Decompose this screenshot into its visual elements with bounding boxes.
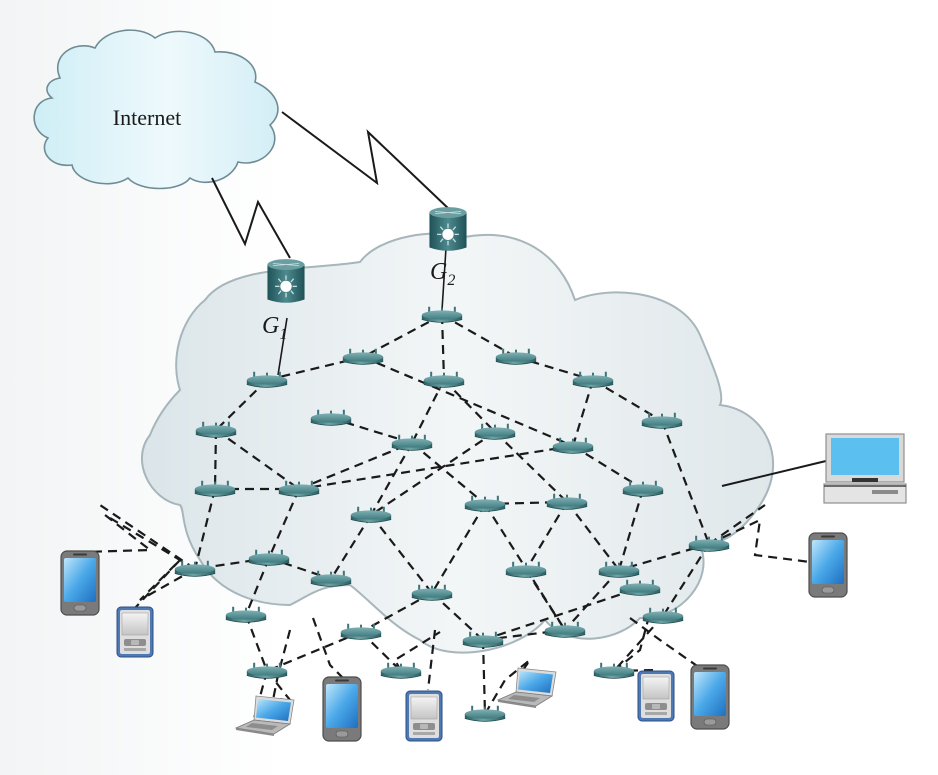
wireless-link (592, 379, 663, 422)
client-wireless-link (613, 619, 650, 672)
wireless-link (360, 631, 402, 672)
pda-icon[interactable] (116, 606, 154, 658)
smartphone-icon[interactable] (808, 532, 848, 598)
wireless-link (362, 355, 574, 448)
wireless-link (660, 420, 711, 545)
client-devices (60, 433, 907, 742)
client-wireless-link (484, 659, 531, 715)
wired-link-g2-router (441, 247, 447, 311)
gateway-router-icon (266, 258, 306, 304)
gateway-g1-label: G1 (262, 313, 287, 343)
wireless-link (267, 488, 301, 559)
wired-link-g1-router (277, 317, 288, 376)
smartphone-icon[interactable] (690, 664, 730, 730)
client-wireless-link (311, 617, 344, 679)
desktop-computer-icon[interactable] (823, 433, 907, 504)
wireless-link (482, 586, 641, 642)
cloud-icon (33, 29, 279, 190)
client-wireless-link (134, 559, 196, 609)
gateway-g2[interactable]: G2 (428, 206, 468, 289)
wireless-link (525, 569, 566, 631)
pda-icon[interactable] (405, 690, 443, 742)
gateway-g1[interactable]: G1 (262, 258, 306, 343)
wireless-link (298, 441, 413, 491)
wireless-link (193, 488, 217, 570)
wireless-link (266, 630, 362, 673)
smartphone-icon[interactable] (60, 550, 100, 616)
internet-label: Internet (113, 105, 181, 130)
pda-icon[interactable] (637, 670, 675, 722)
wireless-link (298, 444, 574, 491)
wireless-link (443, 379, 496, 433)
wireless-link (330, 514, 372, 580)
wireless-link (370, 431, 496, 516)
wired-link-desktop (721, 460, 827, 487)
wireless-link (431, 592, 484, 641)
client-wireless-link (708, 504, 766, 545)
wireless-link (215, 379, 268, 431)
wireless-link (481, 639, 487, 715)
wireless-link (525, 501, 568, 571)
wireless-link (571, 379, 595, 447)
internet-cloud: Internet (33, 29, 279, 190)
wireless-link (268, 556, 332, 581)
gateway-g2-label: G2 (430, 259, 455, 289)
wireless-link (613, 615, 664, 672)
wireless-link (411, 442, 486, 505)
wireless-link (244, 614, 269, 672)
mesh-network-cloud (140, 232, 775, 654)
smartphone-icon[interactable] (322, 676, 362, 742)
wireless-link (244, 557, 271, 616)
gateway-router-icon (428, 206, 468, 252)
client-wireless-link (81, 514, 196, 570)
wireless-link (213, 429, 218, 490)
wireless-link (431, 503, 486, 594)
client-wireless-link (426, 629, 437, 691)
client-wireless-link (99, 504, 196, 570)
wan-link-internet-g2 (281, 111, 451, 211)
wireless-link (572, 445, 644, 490)
wireless-link (411, 379, 445, 444)
wireless-link (494, 431, 568, 503)
client-wireless-link (629, 617, 701, 669)
wireless-link (370, 514, 433, 594)
wireless-link (215, 429, 300, 490)
wireless-link (440, 314, 446, 381)
wireless-link (564, 569, 620, 631)
wan-link-internet-g1 (211, 177, 291, 259)
